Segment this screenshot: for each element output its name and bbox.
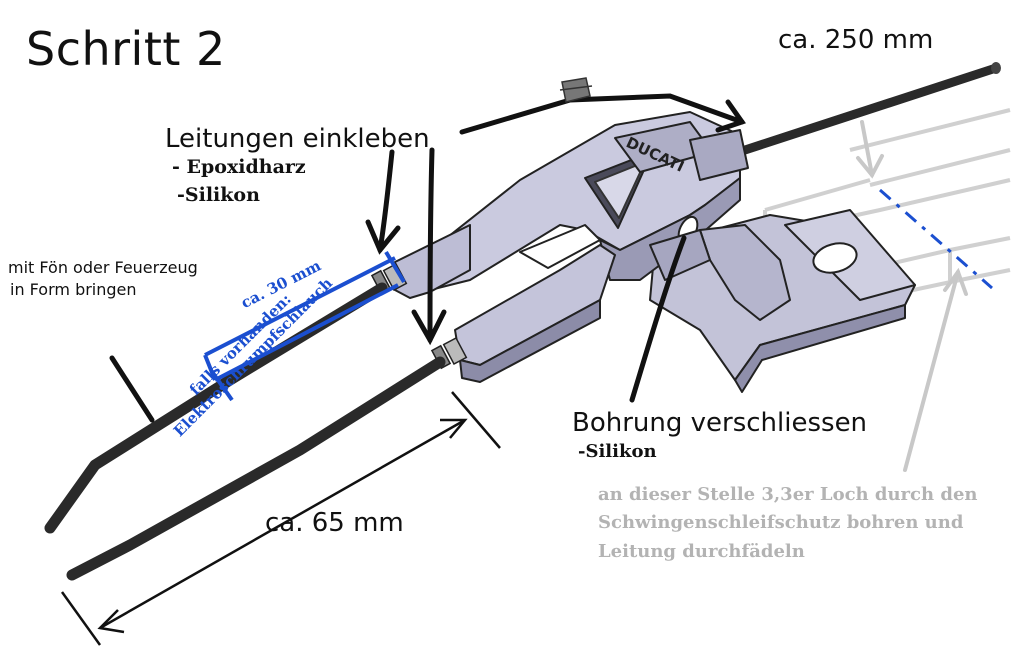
drill-note-line-1: an dieser Stelle 3,3er Loch durch den	[598, 484, 978, 505]
shaping-note-line-2: in Form bringen	[10, 280, 137, 299]
glue-option-silicone: -Silikon	[177, 184, 260, 206]
grey-pointers	[856, 120, 968, 472]
wire-lower	[66, 356, 446, 581]
dimension-65mm	[60, 391, 501, 646]
glue-option-epoxy: - Epoxidharz	[172, 156, 306, 178]
drill-note-line-3: Leitung durchfädeln	[598, 541, 805, 562]
page-title: Schritt 2	[26, 22, 226, 76]
sensor-housing	[394, 111, 916, 393]
black-arrows	[109, 93, 746, 423]
dimension-250mm-label: ca. 250 mm	[778, 25, 934, 55]
drill-line	[879, 188, 993, 290]
shaping-note-line-1: mit Fön oder Feuerzeug	[8, 258, 198, 277]
dimension-65mm-label: ca. 65 mm	[265, 508, 404, 538]
bore-method: -Silikon	[578, 441, 657, 462]
glue-heading: Leitungen einkleben	[165, 124, 430, 154]
fastener-icon	[559, 77, 593, 103]
blue-30mm-bracket	[203, 250, 406, 402]
bore-heading: Bohrung verschliessen	[572, 408, 868, 438]
wire-long	[740, 63, 1001, 155]
drill-note-line-2: Schwingenschleifschutz bohren und	[598, 512, 964, 533]
